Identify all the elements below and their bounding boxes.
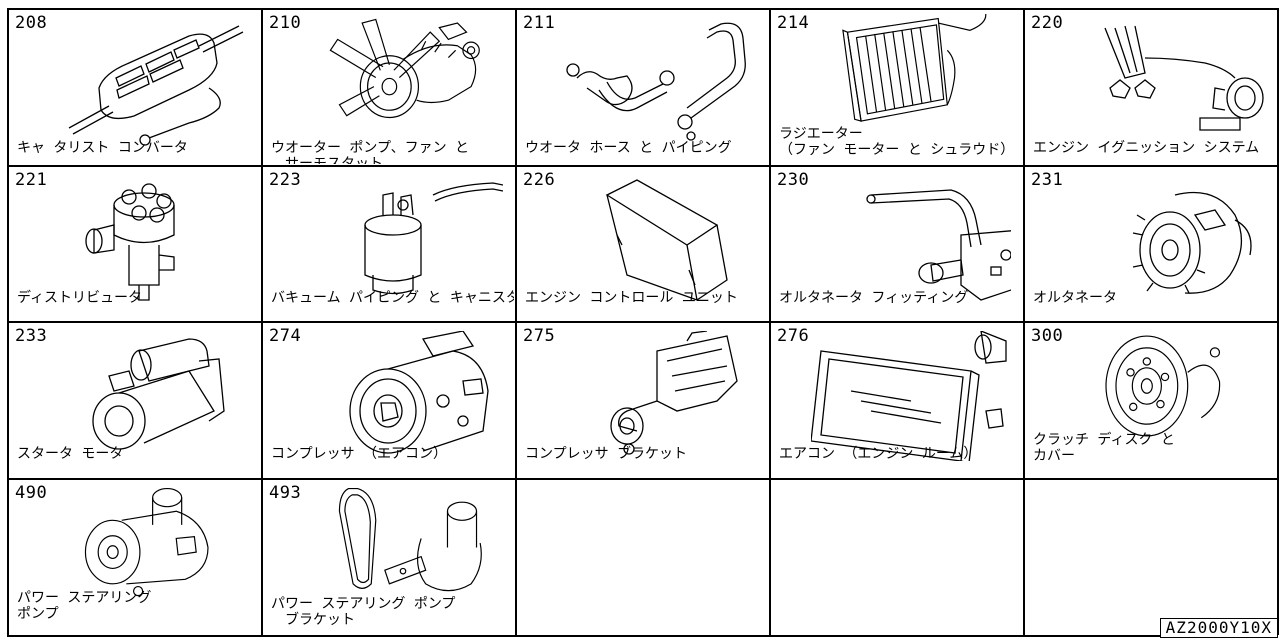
part-cell-490[interactable]: 490 パワー ステアリング ポンプ: [9, 480, 260, 634]
part-number: 275: [523, 326, 556, 346]
grid-line-horizontal: [7, 165, 1277, 167]
part-caption: バキューム パイピング と キャニスタ: [271, 290, 514, 306]
part-caption: スタータ モータ: [17, 446, 124, 462]
grid-line-horizontal: [7, 321, 1277, 323]
part-cell-231[interactable]: 231 オルタネータ: [1025, 167, 1276, 320]
part-number: 276: [777, 326, 810, 346]
part-number: 208: [15, 13, 48, 33]
part-caption: クラッチ ディスク と カバー: [1033, 432, 1175, 464]
part-number: 214: [777, 13, 810, 33]
alternator-icon: [1065, 175, 1265, 305]
part-caption: ディストリビュータ: [17, 290, 143, 306]
condenser-icon: [810, 329, 1011, 464]
water-hose-icon: [557, 18, 757, 148]
part-cell-275[interactable]: 275 コンプレッサ ブラケット: [517, 323, 768, 477]
part-caption: ラジエーター （ファン モーター と シュラウド）: [779, 126, 1015, 158]
part-caption: オルタネータ: [1033, 290, 1117, 306]
part-number: 231: [1031, 170, 1064, 190]
part-caption: エンジン イグニッション システム: [1033, 140, 1260, 156]
radiator-icon: [811, 12, 1011, 132]
part-number: 223: [269, 170, 302, 190]
part-caption: エアコン （エンジン ルーム）: [779, 446, 978, 462]
compressor-bracket-icon: [557, 330, 757, 461]
part-cell-226[interactable]: 226 エンジン コントロール ユニット: [517, 167, 768, 320]
part-number: 226: [523, 170, 556, 190]
part-caption: パワー ステアリング ポンプ: [17, 590, 152, 622]
compressor-icon: [303, 330, 503, 461]
part-number: 274: [269, 326, 302, 346]
part-caption: パワー ステアリング ポンプ ブラケット: [271, 596, 456, 628]
part-cell-230[interactable]: 230 オルタネータ フィッティング: [771, 167, 1022, 320]
vacuum-canister-icon: [303, 175, 504, 305]
grid-line-horizontal: [7, 8, 1277, 10]
part-cell-300[interactable]: 300 クラッチ ディスク と カバー: [1025, 323, 1276, 477]
part-cell-233[interactable]: 233 スタータ モータ: [9, 323, 260, 477]
clutch-disc-icon: [1065, 327, 1265, 445]
grid-line-vertical: [1277, 8, 1279, 635]
grid-line-horizontal: [7, 478, 1277, 480]
starter-motor-icon: [49, 331, 249, 461]
part-caption: ウオータ ホース と パイピング: [525, 140, 732, 156]
control-unit-icon: [557, 175, 757, 305]
power-steering-pump-icon: [49, 484, 249, 602]
ignition-system-icon: [1065, 18, 1265, 148]
water-pump-fan-icon: [303, 14, 503, 132]
part-cell-221[interactable]: 221 ディストリビュータ: [9, 167, 260, 320]
part-number: 221: [15, 170, 48, 190]
part-caption: エンジン コントロール ユニット: [525, 290, 738, 306]
part-cell-208[interactable]: 208 キャ タリスト コンバータ: [9, 10, 260, 164]
catalytic-converter-icon: [49, 18, 249, 148]
part-cell-276[interactable]: 276 エアコン （エンジン ルーム）: [771, 323, 1022, 477]
alternator-bracket-icon: [811, 175, 1022, 305]
part-cell-274[interactable]: 274 コンプレッサ （エアコン）: [263, 323, 514, 477]
part-number: 230: [777, 170, 810, 190]
part-number: 210: [269, 13, 302, 33]
part-cell-210[interactable]: 210 ウオーター ポンプ、ファン と サーモスタット: [263, 10, 514, 164]
part-cell-211[interactable]: 211 ウオータ ホース と パイピング: [517, 10, 768, 164]
part-caption: コンプレッサ ブラケット: [525, 446, 688, 462]
part-number: 490: [15, 483, 48, 503]
part-caption: コンプレッサ （エアコン）: [271, 446, 448, 462]
part-number: 211: [523, 13, 556, 33]
grid-line-horizontal: [7, 635, 1277, 637]
part-cell-493[interactable]: 493 パワー ステアリング ポンプ ブラケット: [263, 480, 514, 634]
part-number: 233: [15, 326, 48, 346]
power-steering-bracket-icon: [303, 484, 503, 602]
part-caption: ウオーター ポンプ、ファン と サーモスタット: [271, 140, 470, 164]
part-cell-223[interactable]: 223 バキューム パイピング と キャニスタ: [263, 167, 514, 320]
part-number: 300: [1031, 326, 1064, 346]
part-caption: キャ タリスト コンバータ: [17, 140, 188, 156]
distributor-icon: [49, 175, 249, 305]
part-cell-220[interactable]: 220 エンジン イグニッション システム: [1025, 10, 1276, 164]
part-caption: オルタネータ フィッティング: [779, 290, 969, 306]
part-cell-214[interactable]: 214 ラジエーター （ファン モーター と シュラウド）: [771, 10, 1022, 164]
part-number: 493: [269, 483, 302, 503]
part-number: 220: [1031, 13, 1064, 33]
sheet-code-label: AZ2000Y10X: [1159, 618, 1278, 638]
